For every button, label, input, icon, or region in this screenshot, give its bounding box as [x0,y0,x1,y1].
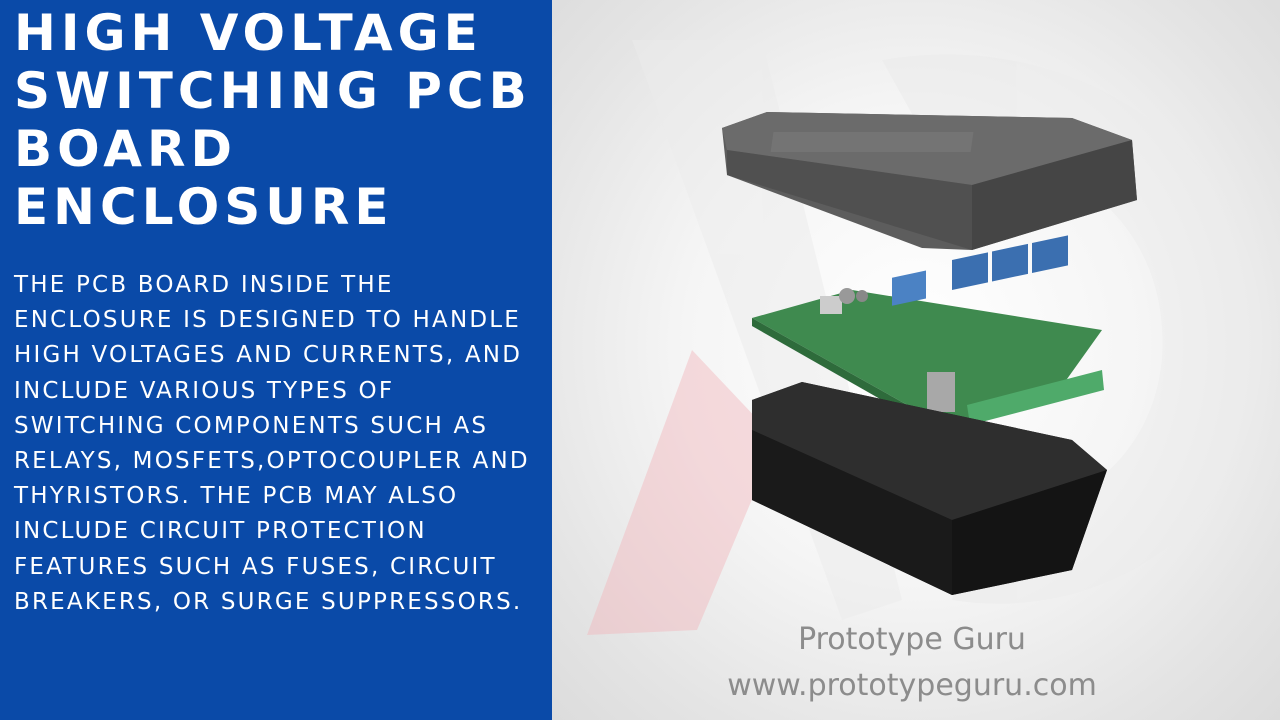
enclosure-lid-icon [722,112,1137,250]
product-render-area: Prototype Guru www.prototypeguru.com [552,0,1280,720]
enclosure-base-icon [752,382,1107,595]
website-url: www.prototypeguru.com [727,668,1097,703]
description-text: THE PCB BOARD INSIDE THE ENCLOSURE IS DE… [14,272,530,615]
page-title: HIGH VOLTAGE SWITCHING PCB BOARD ENCLOSU… [14,4,532,236]
brand-name: Prototype Guru [798,622,1026,657]
product-render-icon [587,40,1263,635]
info-panel: HIGH VOLTAGE SWITCHING PCB BOARD ENCLOSU… [0,0,552,720]
